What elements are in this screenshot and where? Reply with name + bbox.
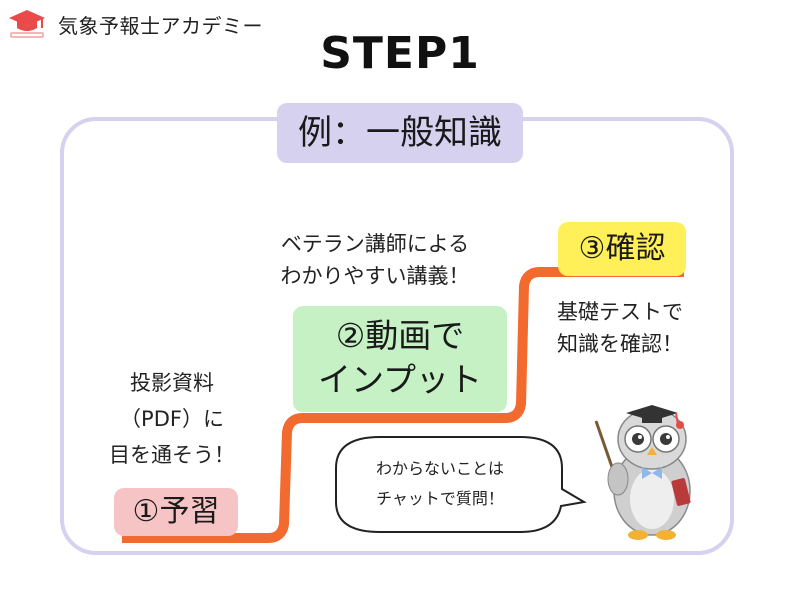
step-1-note: 投影資料 （PDF）に 目を通そう！: [109, 371, 235, 467]
chat-bubble-text: わからないことは チャットで質問！: [375, 459, 504, 508]
owl-teacher-icon: [594, 405, 691, 540]
brand-name: 気象予報士アカデミー: [58, 13, 263, 38]
step-2-label: ②動画で インプット: [293, 306, 507, 412]
step-1-label: ①予習: [114, 488, 238, 536]
graduation-cap-icon: [8, 10, 46, 40]
example-tag: 例：一般知識: [277, 103, 523, 163]
brand-header: 気象予報士アカデミー: [6, 6, 263, 42]
page-title: STEP1: [320, 28, 480, 79]
step-3-note: 基礎テストで 知識を確認！: [557, 300, 683, 356]
step-2-note: ベテラン講師による わかりやすい講義！: [280, 232, 470, 288]
step-3-label: ③確認: [558, 222, 686, 276]
stair-path: [122, 267, 684, 543]
